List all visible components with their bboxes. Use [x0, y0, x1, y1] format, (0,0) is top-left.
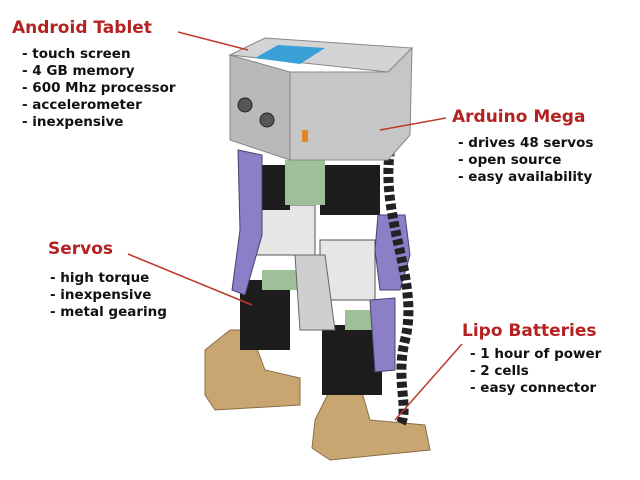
feature-item: - inexpensive	[50, 287, 152, 303]
servos-features: - high torque - inexpensive - metal gear…	[50, 270, 167, 321]
servo	[254, 204, 316, 256]
lipo-batteries-features: - 1 hour of power - 2 cells - easy conne…	[470, 346, 601, 397]
label-lipo-batteries: Lipo Batteries	[462, 321, 597, 341]
green-bracket	[285, 160, 325, 205]
leader-servos	[127, 253, 253, 306]
head-side	[289, 46, 413, 161]
led	[302, 130, 308, 142]
feature-item: - inexpensive	[22, 114, 124, 130]
feature-item: - easy connector	[470, 380, 597, 396]
left-arm	[231, 149, 263, 296]
green-bracket	[262, 270, 297, 290]
label-android-tablet: Android Tablet	[12, 18, 152, 38]
label-arduino-mega: Arduino Mega	[452, 107, 586, 127]
right-foot	[311, 384, 431, 461]
leg-link	[294, 254, 336, 331]
feature-item: - metal gearing	[50, 304, 167, 320]
arduino-mega-features: - drives 48 servos - open source - easy …	[458, 135, 593, 186]
purple-bracket	[369, 297, 396, 373]
leader-android-tablet	[177, 31, 249, 51]
leader-lipo-batteries	[394, 343, 463, 421]
leader-arduino-mega	[379, 117, 447, 131]
tablet-screen	[255, 45, 325, 64]
feature-item: - 600 Mhz processor	[22, 80, 176, 96]
feature-item: - high torque	[50, 270, 150, 286]
left-foot	[204, 329, 301, 411]
green-bracket	[345, 310, 375, 330]
feature-item: - drives 48 servos	[458, 135, 594, 151]
feature-item: - 1 hour of power	[470, 346, 602, 362]
sensor-eye	[237, 97, 253, 113]
servo	[240, 280, 290, 350]
feature-item: - 2 cells	[470, 363, 529, 379]
feature-item: - touch screen	[22, 46, 131, 62]
servo	[320, 165, 380, 215]
feature-item: - easy availability	[458, 169, 593, 185]
feature-item: - 4 GB memory	[22, 63, 135, 79]
cable	[383, 149, 414, 428]
android-tablet-features: - touch screen - 4 GB memory - 600 Mhz p…	[22, 46, 176, 131]
label-servos: Servos	[48, 239, 114, 259]
sensor-eye	[259, 112, 275, 128]
feature-item: - accelerometer	[22, 97, 142, 113]
feature-item: - open source	[458, 152, 562, 168]
servo	[322, 325, 382, 395]
